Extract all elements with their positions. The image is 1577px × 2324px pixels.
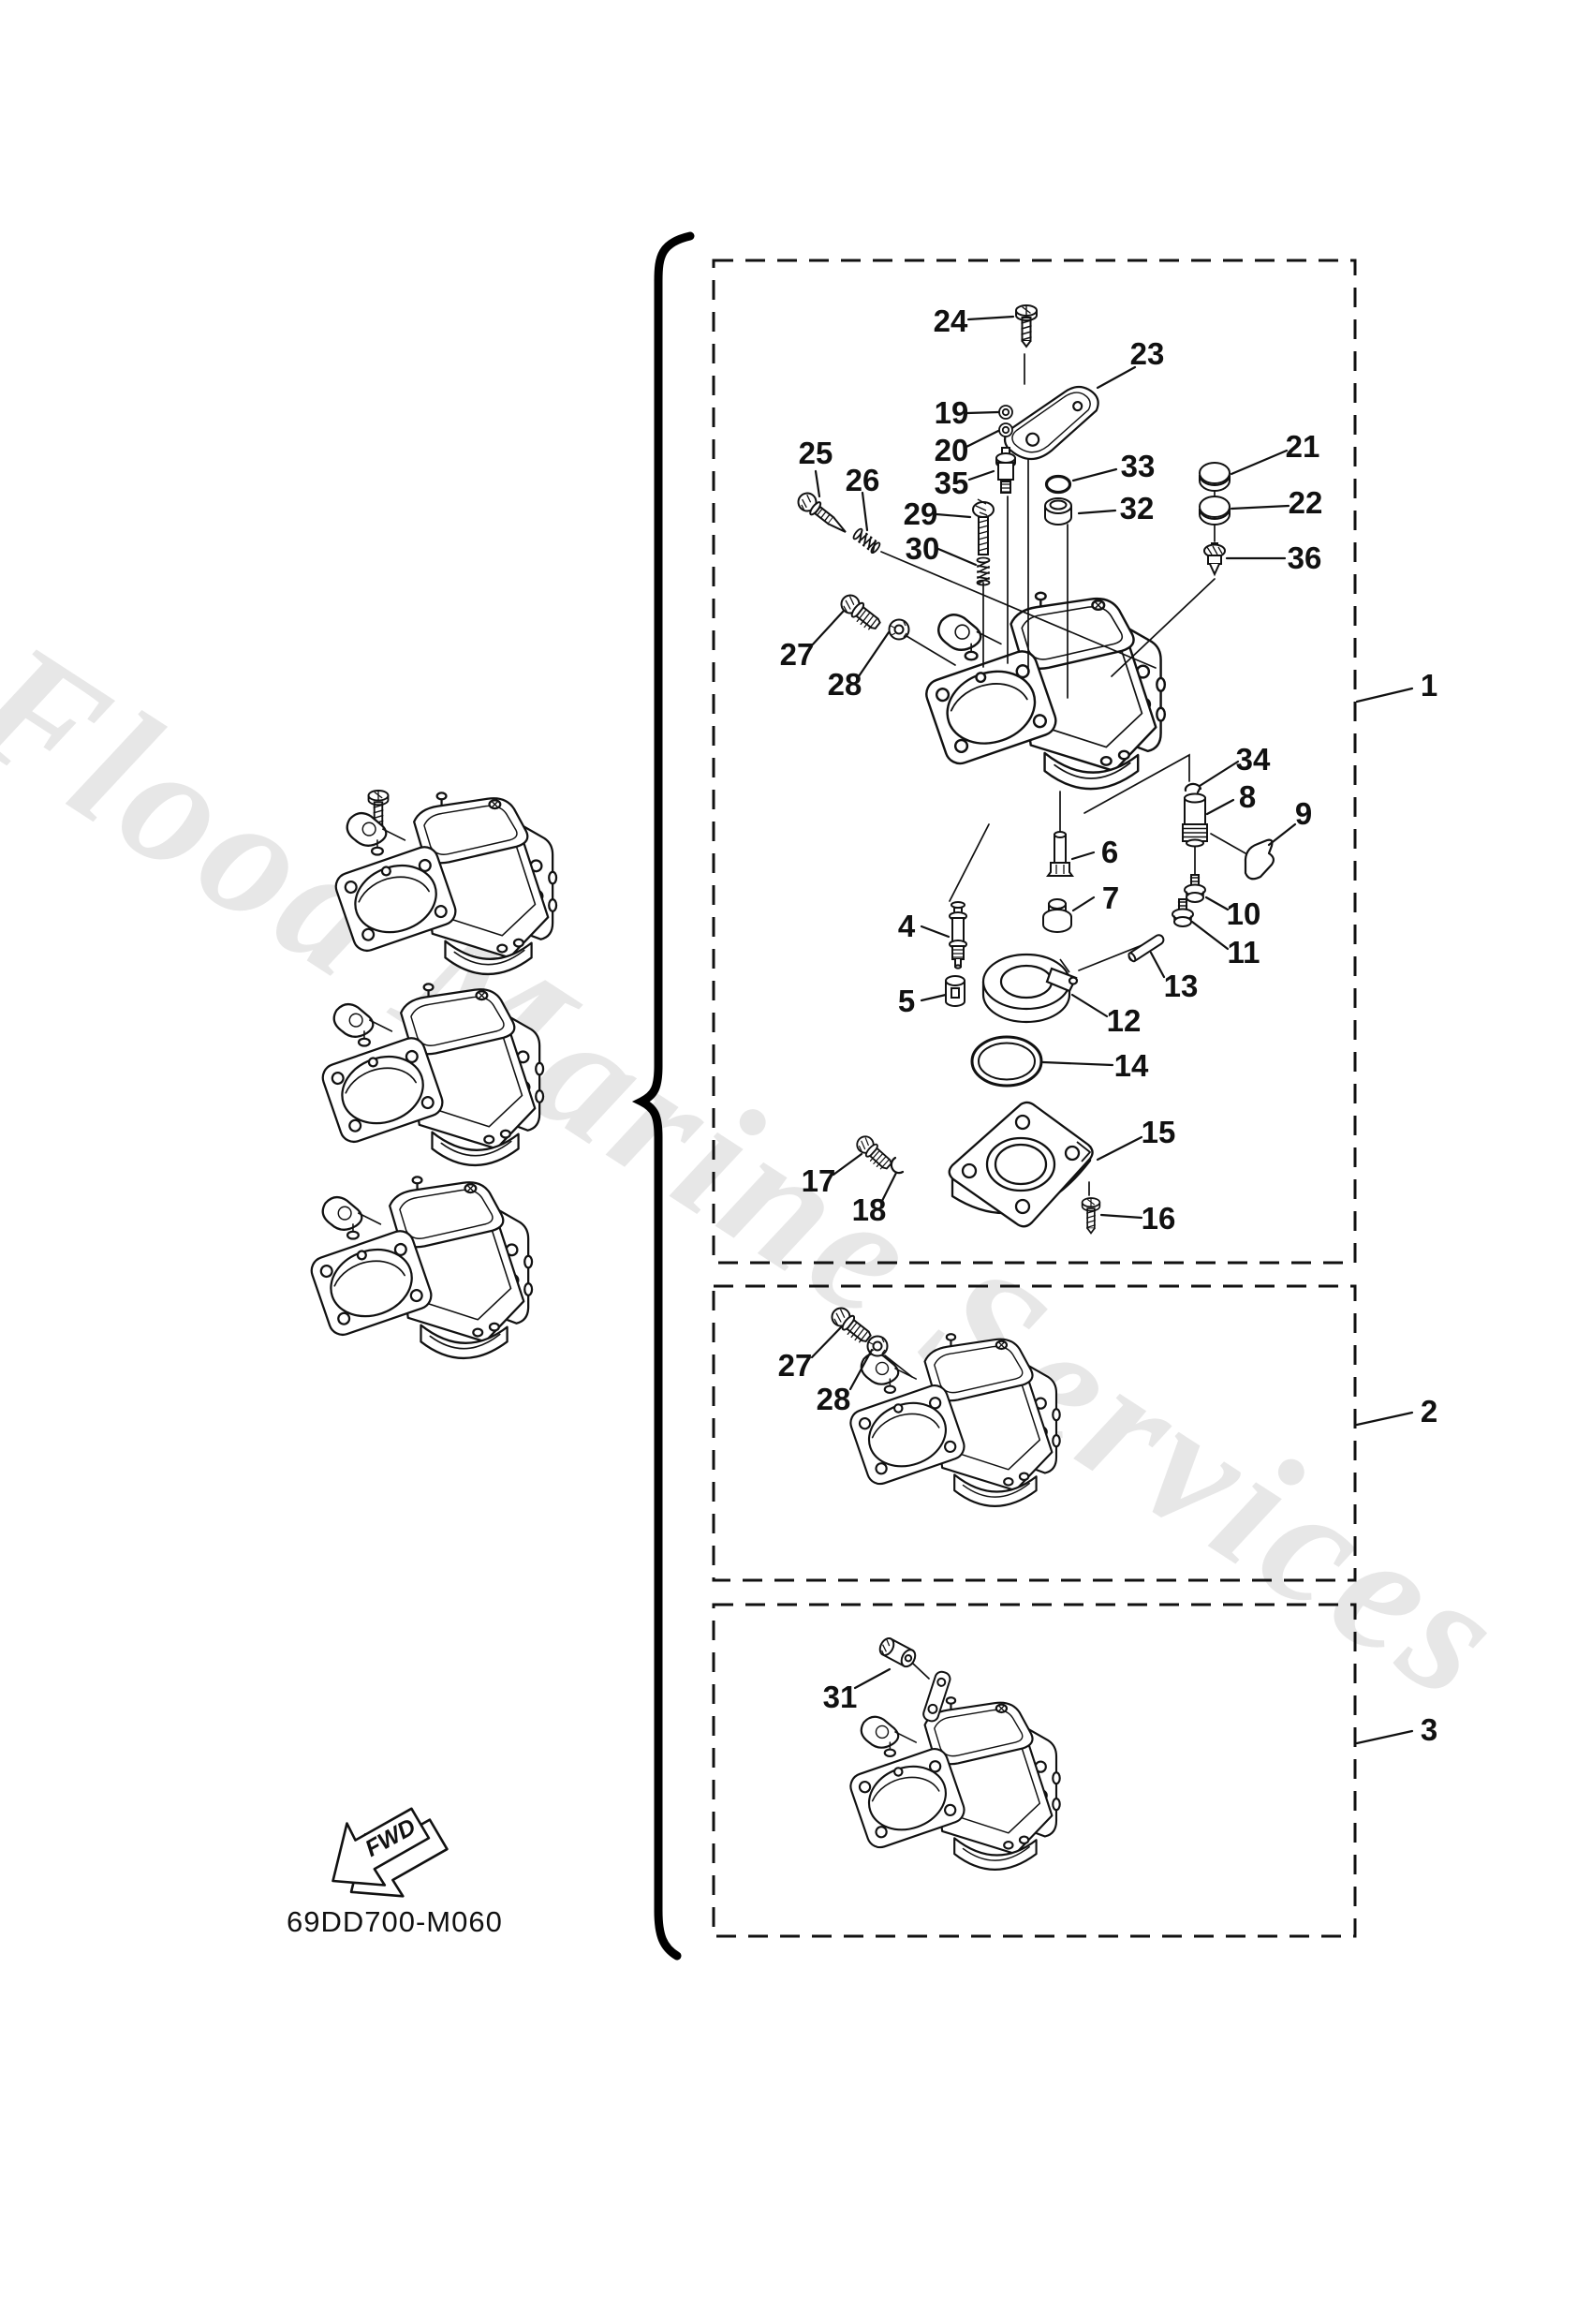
part-27-screw-group2 — [827, 1303, 876, 1347]
part-11-screw — [1172, 898, 1194, 927]
part-23-gasket-plate — [1003, 385, 1099, 461]
drawing-number: 69DD700-M060 — [287, 1905, 503, 1938]
callout-28: 28 — [828, 667, 862, 702]
part-32-plug — [1044, 497, 1072, 525]
callout-36: 36 — [1288, 540, 1322, 575]
part-13-float-pin — [1127, 934, 1165, 963]
callout-7: 7 — [1102, 881, 1119, 915]
part-16-screw — [1081, 1197, 1101, 1235]
callout-9: 9 — [1295, 796, 1312, 831]
callout-21: 21 — [1286, 429, 1320, 464]
callout-12: 12 — [1107, 1003, 1142, 1038]
carburetor-2-assembled — [317, 983, 545, 1167]
callout-26: 26 — [846, 463, 880, 497]
part-17-screw — [852, 1132, 896, 1174]
carburetor-body-group-1 — [921, 591, 1167, 791]
callout-23: 23 — [1130, 336, 1165, 371]
part-9-clip — [1244, 838, 1275, 881]
callout-29: 29 — [904, 496, 938, 531]
callout-1: 1 — [1421, 668, 1437, 703]
part-4-main-jet — [949, 901, 967, 970]
fwd-direction-marker: FWD — [332, 1807, 449, 1898]
callout-27: 27 — [780, 637, 815, 672]
part-31-bushing — [878, 1637, 917, 1668]
part-25-needle-valve — [797, 492, 847, 533]
part-26-spring — [851, 526, 882, 555]
callout-16: 16 — [1142, 1201, 1176, 1236]
part-36-needle-fitting — [1203, 542, 1226, 577]
part-22-cap — [1199, 496, 1231, 525]
callout-8: 8 — [1239, 779, 1256, 814]
group-2-box — [712, 1284, 1357, 1582]
callout-24: 24 — [934, 303, 968, 338]
part-12-float-ring — [981, 953, 1079, 1024]
exploded-parts — [797, 304, 1275, 1723]
callout-30: 30 — [906, 531, 940, 566]
callout-35: 35 — [935, 466, 969, 500]
part-14-o-ring — [970, 1035, 1043, 1088]
callout-22: 22 — [1289, 485, 1323, 520]
part-28-washer — [888, 618, 910, 641]
assembly-guide-lines — [880, 353, 1246, 1680]
carburetor-body-group-3 — [846, 1696, 1061, 1871]
callout-4: 4 — [898, 909, 916, 943]
part-34-clip — [1184, 782, 1202, 794]
callout-10: 10 — [1227, 896, 1261, 931]
part-24-screw — [1015, 304, 1038, 348]
part-29-screw — [972, 498, 995, 555]
part-7-plug-cap — [1042, 898, 1072, 933]
carburetor-1-assembled — [331, 792, 558, 976]
part-20-ring — [998, 422, 1013, 437]
callout-5: 5 — [898, 984, 915, 1018]
assembled-carburetor-stack — [306, 790, 558, 1360]
assembly-brace — [631, 231, 695, 1961]
callout-leader-lines — [809, 315, 1414, 1745]
callout-20: 20 — [935, 433, 969, 467]
group-1-box — [712, 259, 1357, 1265]
part-18-clip — [890, 1156, 905, 1175]
callout-32: 32 — [1120, 491, 1155, 525]
callout-34: 34 — [1236, 742, 1271, 777]
callout-6: 6 — [1101, 835, 1118, 869]
callout-3: 3 — [1421, 1712, 1437, 1747]
callout-18: 18 — [852, 1192, 887, 1227]
part-35-valve — [995, 447, 1016, 494]
fwd-arrow-face — [332, 1807, 431, 1887]
callout-17: 17 — [802, 1163, 836, 1198]
callout-27-group2: 27 — [778, 1348, 813, 1383]
carburetor-body-group-2 — [846, 1333, 1061, 1507]
callout-28-group2: 28 — [817, 1382, 851, 1416]
callout-15: 15 — [1142, 1115, 1176, 1149]
callout-19: 19 — [935, 395, 969, 430]
part-6-main-nozzle — [1046, 831, 1074, 877]
part-21-cap — [1199, 462, 1231, 492]
callout-13: 13 — [1164, 969, 1199, 1003]
part-10-screw — [1184, 874, 1206, 903]
callout-33: 33 — [1121, 449, 1156, 483]
part-15-flange-adapter — [948, 1101, 1094, 1228]
callout-31: 31 — [823, 1680, 858, 1714]
part-19-ring — [998, 405, 1013, 420]
callout-25: 25 — [799, 436, 833, 470]
part-33-seal-ring — [1044, 474, 1072, 495]
callout-2: 2 — [1421, 1394, 1437, 1428]
part-31-lever — [922, 1670, 951, 1723]
carburetor-3-assembled — [306, 1176, 534, 1360]
group-3-box — [712, 1603, 1357, 1938]
part-8-needle-jet — [1182, 792, 1208, 848]
part-5-collar — [945, 975, 965, 1007]
parts-group-outlines — [712, 259, 1357, 1938]
part-30-spring — [976, 556, 991, 586]
callout-11: 11 — [1228, 935, 1260, 970]
callout-14: 14 — [1114, 1048, 1149, 1083]
part-27-screw — [836, 590, 885, 634]
